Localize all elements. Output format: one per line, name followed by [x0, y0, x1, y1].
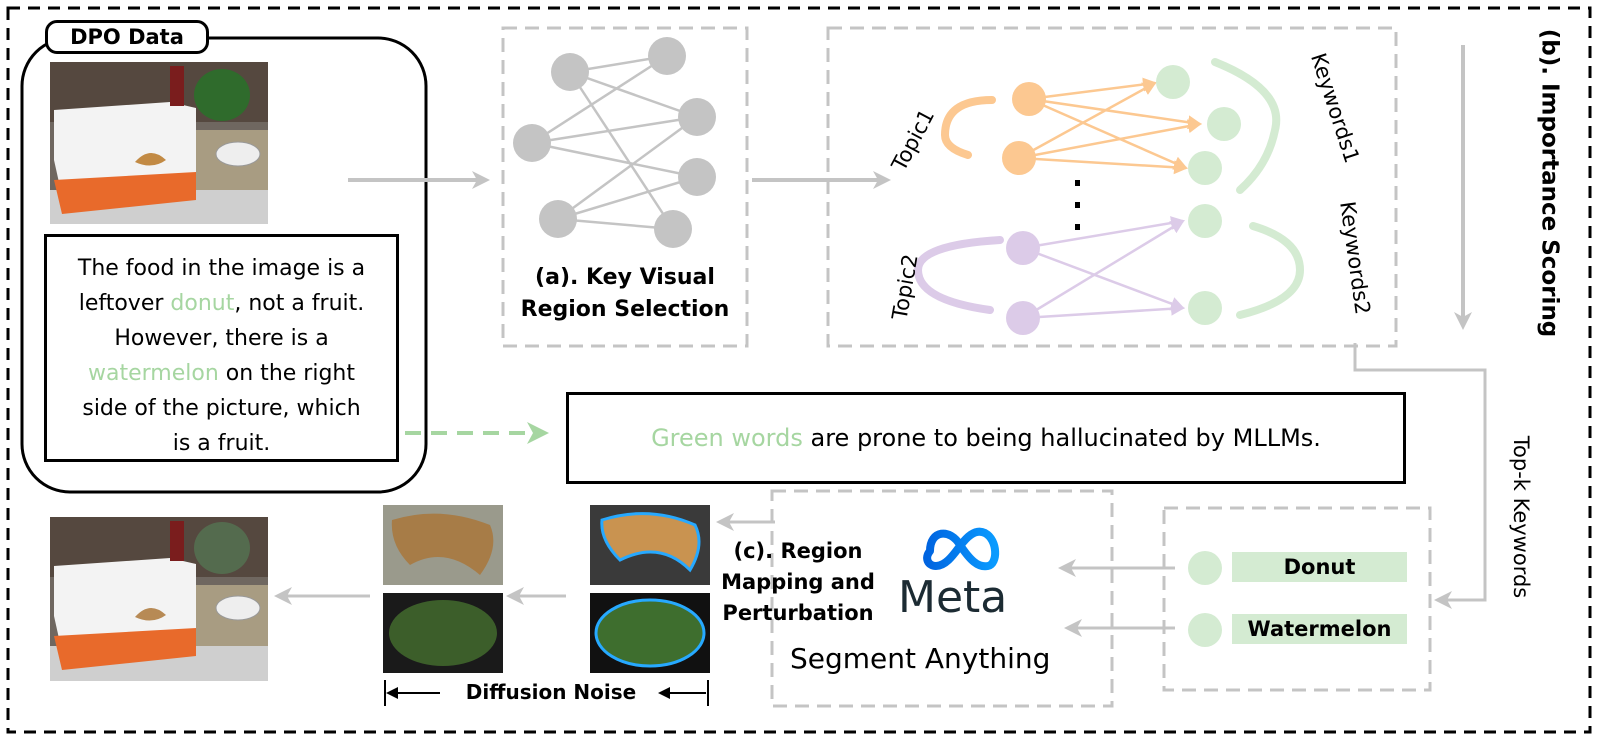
ellipsis-dots	[1075, 180, 1080, 230]
answer-line-4: watermelon on the right	[47, 356, 396, 391]
donut-mask-thumbnail	[590, 505, 710, 585]
watermelon-mask-thumbnail	[590, 593, 710, 673]
stage-a-line-1: (a). Key Visual	[535, 265, 715, 290]
keyword-donut: Donut	[1232, 552, 1407, 582]
keyword-donut-highlight: donut	[170, 291, 235, 316]
keyword-nodes	[1156, 65, 1241, 325]
outer-frame	[6, 6, 1592, 734]
diffusion-noise-label: Diffusion Noise	[465, 680, 637, 704]
stage-a-label: (a). Key Visual Region Selection	[503, 262, 747, 326]
donut-noise-thumbnail	[383, 505, 503, 585]
hallucination-note: Green words are prone to being hallucina…	[566, 392, 1406, 484]
answer-line-2-pre: leftover	[78, 291, 171, 316]
topic1-edges	[1018, 77, 1202, 175]
topic2-bracket	[913, 236, 1004, 314]
stage-a-line-2: Region Selection	[520, 297, 730, 322]
topic-box	[826, 26, 1398, 348]
keyword-watermelon-highlight: watermelon	[88, 361, 219, 386]
meta-wordmark: Meta	[898, 572, 1008, 623]
topic1-bracket	[940, 96, 996, 159]
stage-a-box	[501, 26, 749, 348]
watermelon-noise-thumbnail	[383, 593, 503, 673]
donut-node	[1188, 551, 1222, 585]
answer-line-4-post: on the right	[218, 361, 355, 386]
stage-b-label: (b). Importance Scoring	[1536, 28, 1563, 338]
answer-line-6: is a fruit.	[172, 431, 271, 456]
dpo-answer-text: The food in the image is a leftover donu…	[44, 234, 399, 462]
note-rest: are prone to being hallucinated by MLLMs…	[802, 424, 1321, 452]
keywords1-bracket	[1211, 58, 1281, 194]
answer-line-5: side of the picture, which	[82, 396, 361, 421]
answer-line-3: However, there is a	[114, 326, 329, 351]
dpo-data-tag: DPO Data	[45, 20, 209, 54]
keyword-watermelon: Watermelon	[1232, 614, 1407, 644]
keywords2-bracket	[1236, 222, 1305, 319]
source-image	[50, 62, 268, 224]
answer-line-2-post: , not a fruit.	[234, 291, 365, 316]
topic2-edges	[1022, 216, 1185, 320]
stage-c-line-3: Perturbation	[722, 601, 874, 625]
sam-box	[770, 489, 1114, 708]
stage-c-line-2: Mapping and	[721, 570, 875, 594]
note-green-words: Green words	[651, 424, 803, 452]
segment-anything-label: Segment Anything	[790, 642, 1051, 675]
stage-c-line-1: (c). Region	[733, 539, 863, 563]
stage-a-network	[531, 54, 698, 231]
topic1-nodes	[1002, 82, 1046, 175]
stage-c-label: (c). Region Mapping and Perturbation	[714, 536, 882, 629]
arrow-topk-connector	[1353, 343, 1487, 609]
answer-line-1: The food in the image is a	[77, 256, 366, 281]
keyword-box	[1162, 506, 1432, 692]
stage-a-nodes	[513, 37, 716, 248]
answer-line-2: leftover donut, not a fruit.	[47, 286, 396, 321]
perturbed-image	[50, 517, 268, 681]
watermelon-node	[1188, 613, 1222, 647]
topic2-nodes	[1006, 231, 1040, 335]
dpo-data-box	[20, 36, 428, 494]
topk-keywords-label: Top-k Keywords	[1509, 435, 1534, 599]
meta-infinity-logo	[923, 527, 1000, 571]
